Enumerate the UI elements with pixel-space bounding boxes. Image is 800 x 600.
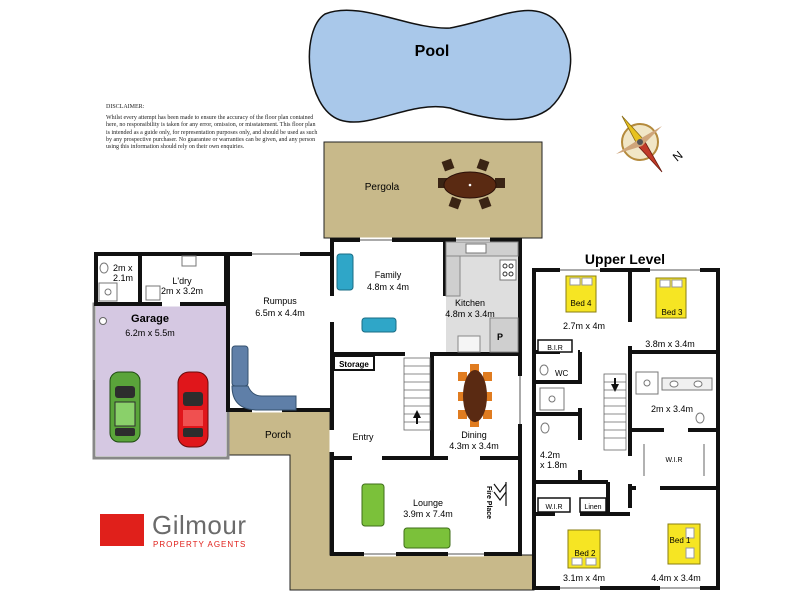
garage-dim: 6.2m x 5.5m — [125, 328, 175, 338]
rumpus-sofa — [231, 345, 297, 411]
kitchen-dim: 4.8m x 3.4m — [445, 309, 495, 319]
linen-box — [579, 497, 607, 513]
wir1-label: W.I.R — [665, 457, 682, 464]
wc-label: WC — [555, 369, 569, 378]
laundry-tub-icon — [181, 255, 197, 267]
bed1-icon — [667, 523, 701, 565]
family-sofa-teal — [336, 253, 397, 333]
rumpus-label: Rumpus — [263, 296, 297, 306]
kitchen-sink-icon — [465, 243, 487, 254]
fire-place-label: Fire Place — [485, 486, 492, 519]
logo-subtitle: PROPERTY AGENTS — [153, 540, 247, 549]
bed4-label: Bed 4 — [571, 299, 592, 308]
bath-dim-2: 2.1m — [113, 273, 133, 283]
upper-stair-arrow-icon — [611, 378, 619, 392]
pergola-dining-table — [438, 158, 505, 210]
wc-toilet-icon — [539, 364, 549, 376]
garage-light-icon — [99, 317, 107, 325]
bed1-label: Bed 1 — [670, 536, 691, 545]
ensuite-dim-2: x 1.8m — [540, 460, 567, 470]
bath-dim-1: 2m x — [113, 263, 133, 273]
shower-icon — [98, 282, 118, 302]
gilmour-logo: Gilmour PROPERTY AGENTS — [100, 510, 270, 550]
wir2-box — [537, 497, 571, 513]
wir2-label: W.I.R — [545, 504, 562, 511]
toilet-icon — [99, 262, 109, 274]
window-lines — [93, 239, 521, 555]
compass-n: N — [670, 148, 686, 164]
fridge-icon — [457, 335, 481, 353]
lounge-label: Lounge — [413, 498, 443, 508]
disclaimer-title: DISCLAIMER: — [106, 104, 145, 110]
rumpus-dim: 6.5m x 4.4m — [255, 308, 305, 318]
bed4-icon — [565, 275, 597, 313]
cooktop-icon — [499, 259, 517, 281]
pergola — [323, 141, 543, 239]
fireplace-icon — [493, 482, 507, 506]
bed3-dim: 3.8m x 3.4m — [645, 339, 695, 349]
bed2-dim: 3.1m x 4m — [563, 573, 605, 583]
family-label: Family — [375, 270, 402, 280]
upper-bath-dim: 2m x 3.4m — [651, 404, 693, 414]
linen-label: Linen — [584, 504, 601, 511]
porch-label: Porch — [265, 430, 291, 441]
disclaimer-text: Whilst every attempt has been made to en… — [106, 115, 318, 151]
kitchen-label: Kitchen — [455, 298, 485, 308]
lounge-sofas — [361, 483, 451, 549]
bed3-icon — [655, 277, 687, 319]
dining-table — [458, 364, 492, 427]
lounge-dim: 3.9m x 7.4m — [403, 509, 453, 519]
entry-label: Entry — [352, 432, 374, 442]
green-car-icon — [109, 371, 141, 443]
pantry-label: P — [497, 332, 503, 342]
laundry-dim: 2m x 3.2m — [161, 286, 203, 296]
ensuite-dim-1: 4.2m — [540, 450, 560, 460]
pergola-label: Pergola — [365, 182, 400, 193]
upper-bathroom-fixtures — [635, 371, 713, 424]
wir-hanging-rails — [643, 444, 705, 476]
disclaimer: DISCLAIMER: Whilst every attempt has bee… — [106, 104, 318, 151]
logo-name: Gilmour — [152, 510, 247, 540]
bir-label: B.I.R — [547, 345, 563, 352]
bed2-label: Bed 2 — [575, 549, 596, 558]
compass-icon — [616, 115, 663, 173]
ensuite-fixtures — [539, 387, 565, 434]
upper-level-title: Upper Level — [585, 251, 665, 267]
bed3-label: Bed 3 — [662, 308, 683, 317]
laundry-label: L'dry — [172, 276, 192, 286]
washer-icon — [145, 285, 161, 301]
logo-mark-icon — [100, 514, 144, 546]
bed4-dim: 2.7m x 4m — [563, 321, 605, 331]
red-car-icon — [177, 371, 209, 448]
bir-box — [537, 339, 573, 353]
pantry — [489, 317, 519, 353]
dining-dim: 4.3m x 3.4m — [449, 441, 499, 451]
storage-label: Storage — [339, 360, 369, 369]
pool — [308, 9, 572, 123]
bed2-icon — [567, 529, 601, 569]
dining-label: Dining — [461, 430, 487, 440]
pool-label: Pool — [415, 43, 450, 60]
kitchen-island — [445, 255, 461, 297]
upper-window-lines — [560, 269, 700, 589]
storage — [333, 355, 375, 371]
garage-label: Garage — [131, 313, 169, 325]
family-dim: 4.8m x 4m — [367, 282, 409, 292]
bed1-dim: 4.4m x 3.4m — [651, 573, 701, 583]
stair-arrow-icon — [413, 410, 421, 424]
upper-staircase — [603, 373, 627, 451]
